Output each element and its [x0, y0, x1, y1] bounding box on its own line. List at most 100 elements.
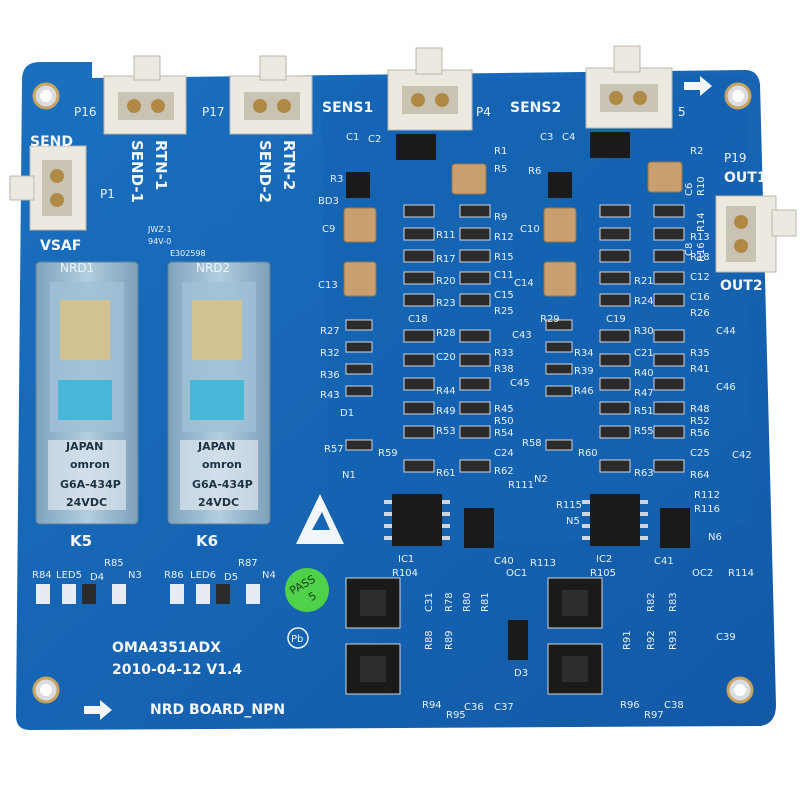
designator: R15	[494, 252, 514, 263]
designator: R34	[574, 348, 594, 359]
designator: C12	[690, 272, 710, 283]
designator: R97	[644, 710, 664, 721]
ic-package	[590, 132, 630, 158]
designator: R55	[634, 426, 654, 437]
label-p5: 5	[678, 105, 686, 119]
label-r87: R87	[238, 558, 258, 569]
designator: C38	[664, 700, 684, 711]
pass-sticker	[285, 568, 329, 612]
relay-brand: omron	[70, 458, 110, 471]
cert-line-2: 94V-0	[148, 237, 171, 246]
designator: R58	[522, 438, 542, 449]
designator: R114	[728, 568, 754, 579]
designator: R29	[540, 314, 560, 325]
designator: C1	[346, 132, 359, 143]
designator: R28	[436, 328, 456, 339]
designator: R63	[634, 468, 654, 479]
mounting-hole-icon	[32, 676, 60, 704]
designator: C21	[634, 348, 654, 359]
label-d4: D4	[90, 572, 104, 583]
mounting-hole-icon	[724, 82, 752, 110]
designator: C13	[318, 280, 338, 291]
smd-resistor-array	[345, 204, 685, 473]
connector-p17	[229, 55, 313, 135]
relay-country: JAPAN	[65, 440, 103, 453]
designator: R91	[622, 630, 633, 650]
label-r85: R85	[104, 558, 124, 569]
cert-line-3: E302598	[170, 249, 206, 258]
designator: R11	[436, 230, 456, 241]
connector-p16	[103, 55, 187, 135]
designator: C36	[464, 702, 484, 713]
designator: C6	[684, 183, 695, 196]
designator: R56	[690, 428, 710, 439]
label-send1: SEND-1	[128, 140, 146, 203]
designator: R50	[494, 416, 514, 427]
designator: R24	[634, 296, 654, 307]
designator: R45	[494, 404, 514, 415]
label-k6: K6	[196, 532, 218, 550]
optocoupler-oc2	[660, 508, 690, 548]
designator: C25	[690, 448, 710, 459]
power-transistor	[345, 643, 401, 695]
diode-d3	[508, 620, 528, 660]
designator: OC2	[692, 568, 713, 579]
designator: R26	[690, 308, 710, 319]
designator: R25	[494, 306, 514, 317]
label-n4: N4	[262, 570, 276, 581]
designator: C31	[424, 592, 435, 612]
optocoupler-oc1	[464, 508, 494, 548]
designator: R61	[436, 468, 456, 479]
pb-free-icon	[287, 627, 309, 649]
relay-model: G6A-434P	[60, 478, 121, 491]
designator: R16	[696, 242, 707, 262]
designator: C2	[368, 134, 381, 145]
label-d5: D5	[224, 572, 238, 583]
mounting-hole-icon	[726, 676, 754, 704]
designator: R78	[444, 592, 455, 612]
designator: D1	[340, 408, 354, 419]
label-r84: R84	[32, 570, 52, 581]
designator: R47	[634, 388, 654, 399]
part-number: OMA4351ADX	[112, 640, 221, 656]
designator: R44	[436, 386, 456, 397]
label-r86: R86	[164, 570, 184, 581]
ic2	[582, 494, 648, 546]
designator: R94	[422, 700, 442, 711]
designator: C14	[514, 278, 534, 289]
designator: R93	[668, 630, 679, 650]
designator: R53	[436, 426, 456, 437]
designator: R113	[530, 558, 556, 569]
designator: R40	[634, 368, 654, 379]
designator: R51	[634, 406, 654, 417]
designator: R43	[320, 390, 340, 401]
designator: R5	[494, 164, 507, 175]
designator: C45	[510, 378, 530, 389]
designator: R96	[620, 700, 640, 711]
label-n3: N3	[128, 570, 142, 581]
designator: R6	[528, 166, 541, 177]
designator: R115	[556, 500, 582, 511]
relay-model: G6A-434P	[192, 478, 253, 491]
designator: D3	[514, 668, 528, 679]
designator: R41	[690, 364, 710, 375]
connector-sens1	[387, 47, 473, 131]
arrow-right-icon	[84, 700, 112, 720]
designator: R62	[494, 466, 514, 477]
label-rtn1: RTN-1	[152, 140, 170, 190]
designator: R30	[634, 326, 654, 337]
transistor	[548, 172, 572, 198]
designator: R46	[574, 386, 594, 397]
board-name: NRD BOARD_NPN	[150, 702, 285, 718]
label-p1: P1	[100, 187, 115, 201]
designator: R83	[668, 592, 679, 612]
label-led6: LED6	[190, 570, 216, 581]
designator: R27	[320, 326, 340, 337]
designator: R14	[696, 212, 707, 232]
esd-warning-icon	[296, 494, 344, 544]
designator: R20	[436, 276, 456, 287]
designator: C20	[436, 352, 456, 363]
designator: R64	[690, 470, 710, 481]
ic-package	[396, 134, 436, 160]
